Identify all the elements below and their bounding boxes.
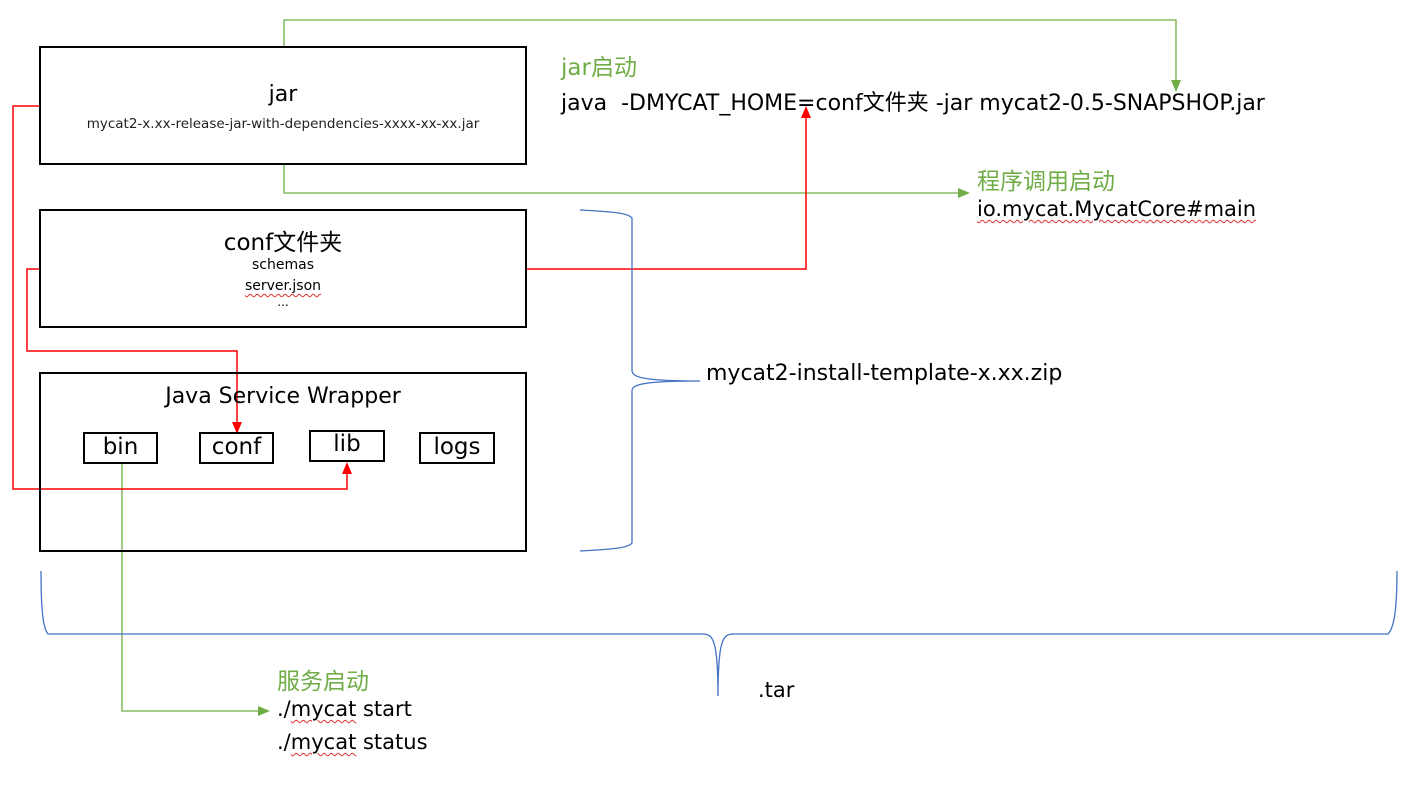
brace-zip [579,209,701,552]
service-start-heading: 服务启动 [277,669,369,695]
conf-folder-box: conf文件夹 schemas server.json ... [39,209,527,328]
arrow-jar-to-wrapper-lib [12,105,352,490]
wrapper-title: Java Service Wrapper [165,384,401,409]
mycat-word: mycat [290,697,357,721]
arrow-conf-to-mycat-home [526,106,811,270]
program-start-heading: 程序调用启动 [977,169,1115,195]
conf-item-more: ... [277,295,289,309]
folder-lib: lib [309,430,385,462]
service-start-command-start: ./mycat start [277,697,412,721]
zip-label: mycat2-install-template-x.xx.zip [706,361,1063,386]
mycat-word: mycat [290,730,357,754]
jar-start-command: java -DMYCAT_HOME=conf文件夹 -jar mycat2-0.… [561,91,1265,116]
folder-conf: conf [199,432,274,464]
brace-tar [40,570,1398,697]
arrow-bin-to-service-start [121,463,270,716]
conf-item-schemas: schemas [252,257,314,273]
service-start-command-status: ./mycat status [277,730,428,754]
arrow-jar-to-program-start [283,164,970,198]
jar-start-heading: jar启动 [561,55,637,81]
arrow-conf-to-wrapper-conf [26,268,242,434]
arrow-jar-to-jar-start [283,19,1181,92]
jar-title: jar [268,82,298,107]
jar-filename: mycat2-x.xx-release-jar-with-dependencie… [86,116,480,132]
java-service-wrapper-box: Java Service Wrapper [39,372,527,552]
folder-bin: bin [83,432,158,464]
tar-label: .tar [758,678,795,702]
program-start-entry: io.mycat.MycatCore#main [977,197,1257,221]
conf-item-server-json: server.json [244,278,322,294]
folder-logs: logs [419,432,495,464]
conf-title: conf文件夹 [223,230,343,256]
jar-box: jar mycat2-x.xx-release-jar-with-depende… [39,46,527,165]
